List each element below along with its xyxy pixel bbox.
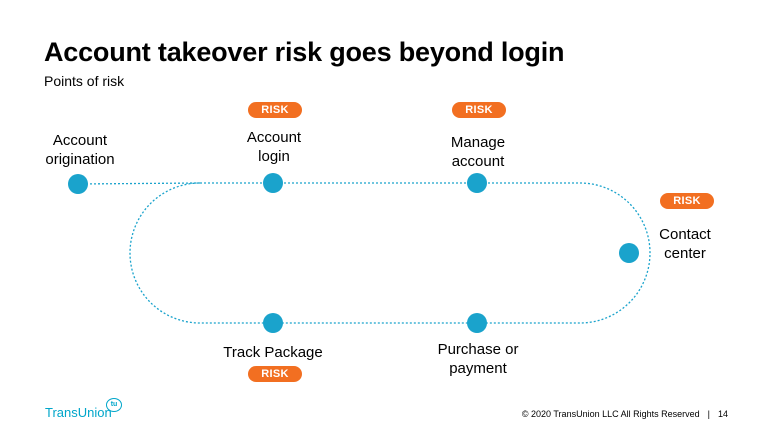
node-track-package: [263, 313, 283, 333]
transunion-logo: TransUnion: [45, 405, 112, 420]
slide-subtitle: Points of risk: [44, 73, 125, 89]
footer-separator: |: [707, 409, 710, 419]
risk-badge-account-login: RISK: [248, 102, 302, 118]
node-purchase-or-payment: [467, 313, 487, 333]
slide-footer: © 2020 TransUnion LLC All Rights Reserve…: [522, 409, 728, 419]
stage-label-manage-account: Manage account: [450, 134, 506, 170]
journey-entry-path: [77, 182, 201, 185]
node-contact-center: [619, 243, 639, 263]
stage-label-contact-center: Contact center: [659, 226, 711, 262]
stage-label-account-origination: Account origination: [45, 132, 115, 168]
node-manage-account: [467, 173, 487, 193]
stage-label-purchase-or-payment: Purchase or payment: [437, 341, 519, 377]
stage-label-account-login: Account login: [246, 129, 302, 165]
journey-loop-path: [129, 182, 651, 324]
node-account-login: [263, 173, 283, 193]
risk-badge-manage-account: RISK: [452, 102, 506, 118]
stage-label-track-package: Track Package: [223, 344, 323, 361]
node-account-origination: [68, 174, 88, 194]
risk-badge-track-package: RISK: [248, 366, 302, 382]
copyright-text: © 2020 TransUnion LLC All Rights Reserve…: [521, 409, 700, 419]
slide-title: Account takeover risk goes beyond login: [44, 37, 565, 67]
transunion-mark-icon: tu: [106, 398, 122, 412]
risk-badge-contact-center: RISK: [660, 193, 714, 209]
page-number: 14: [717, 409, 728, 419]
